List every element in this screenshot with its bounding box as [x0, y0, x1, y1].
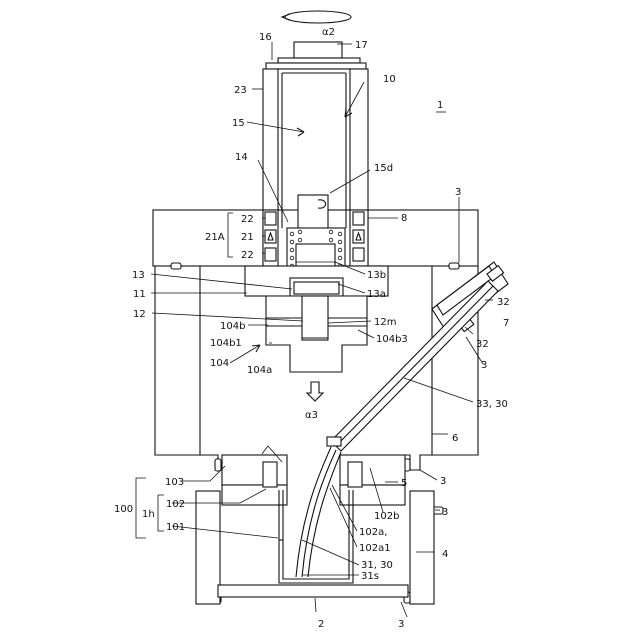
- label-13: 13: [132, 270, 145, 281]
- leg-left: [196, 491, 220, 604]
- label-3-right: 3: [440, 476, 446, 487]
- label-22-bottom: 22: [241, 250, 254, 261]
- label-12m: 12m: [374, 317, 396, 328]
- direction-label: α3: [305, 410, 318, 421]
- down-arrow-icon: [307, 382, 323, 401]
- label-104b1: 104b1: [210, 338, 242, 349]
- label-7: 7: [503, 318, 509, 329]
- label-100: 100: [114, 504, 133, 515]
- block-13a: [290, 278, 343, 296]
- label-3-leg: 3: [442, 507, 448, 518]
- figure-number: 1: [437, 100, 443, 111]
- label-102a1: 102a1: [359, 543, 391, 554]
- label-10: 10: [383, 74, 396, 85]
- base-2: [218, 585, 408, 597]
- label-4: 4: [442, 549, 448, 560]
- label-31-30: 31, 30: [361, 560, 393, 571]
- label-15d: 15d: [374, 163, 393, 174]
- label-22-top: 22: [241, 214, 254, 225]
- label-17: 17: [355, 40, 368, 51]
- label-11: 11: [133, 289, 146, 300]
- label-3-top: 3: [455, 187, 461, 198]
- housing-23: [263, 69, 368, 210]
- label-6: 6: [452, 433, 458, 444]
- label-12: 12: [133, 309, 146, 320]
- label-31s: 31s: [361, 571, 379, 582]
- motor-17: [294, 42, 342, 58]
- label-8: 8: [401, 213, 407, 224]
- label-23: 23: [234, 85, 247, 96]
- label-102b: 102b: [374, 511, 399, 522]
- label-5: 5: [401, 478, 407, 489]
- label-21: 21: [241, 232, 254, 243]
- label-13b: 13b: [367, 270, 386, 281]
- leg-right: [410, 491, 434, 604]
- label-32-upper: 32: [497, 297, 510, 308]
- shaft-12: [302, 296, 328, 340]
- label-14: 14: [235, 152, 248, 163]
- label-104b3: 104b3: [376, 334, 408, 345]
- plate-16: [278, 58, 360, 63]
- label-21A: 21A: [205, 232, 225, 243]
- label-32-lower: 32: [476, 339, 489, 350]
- label-15: 15: [232, 118, 245, 129]
- housing-102-right: [340, 485, 405, 505]
- label-3-bottom: 3: [398, 619, 404, 630]
- label-1h: 1h: [142, 509, 155, 520]
- label-33-30: 33, 30: [476, 399, 508, 410]
- label-104: 104: [210, 358, 229, 369]
- rotation-arrow-icon: [282, 11, 351, 23]
- label-102: 102: [166, 499, 185, 510]
- arrow-104-icon: [252, 345, 260, 352]
- label-13a: 13a: [367, 289, 386, 300]
- label-3-arm: 3: [481, 360, 487, 371]
- rotation-label: α2: [322, 27, 335, 38]
- label-104b: 104b: [220, 321, 245, 332]
- label-101: 101: [166, 522, 185, 533]
- tube-31: [296, 437, 341, 577]
- plate-16-rim: [266, 63, 366, 69]
- label-2: 2: [318, 619, 324, 630]
- label-16: 16: [259, 32, 272, 43]
- label-104a: 104a: [247, 365, 272, 376]
- label-103: 103: [165, 477, 184, 488]
- label-102a: 102a,: [359, 527, 387, 538]
